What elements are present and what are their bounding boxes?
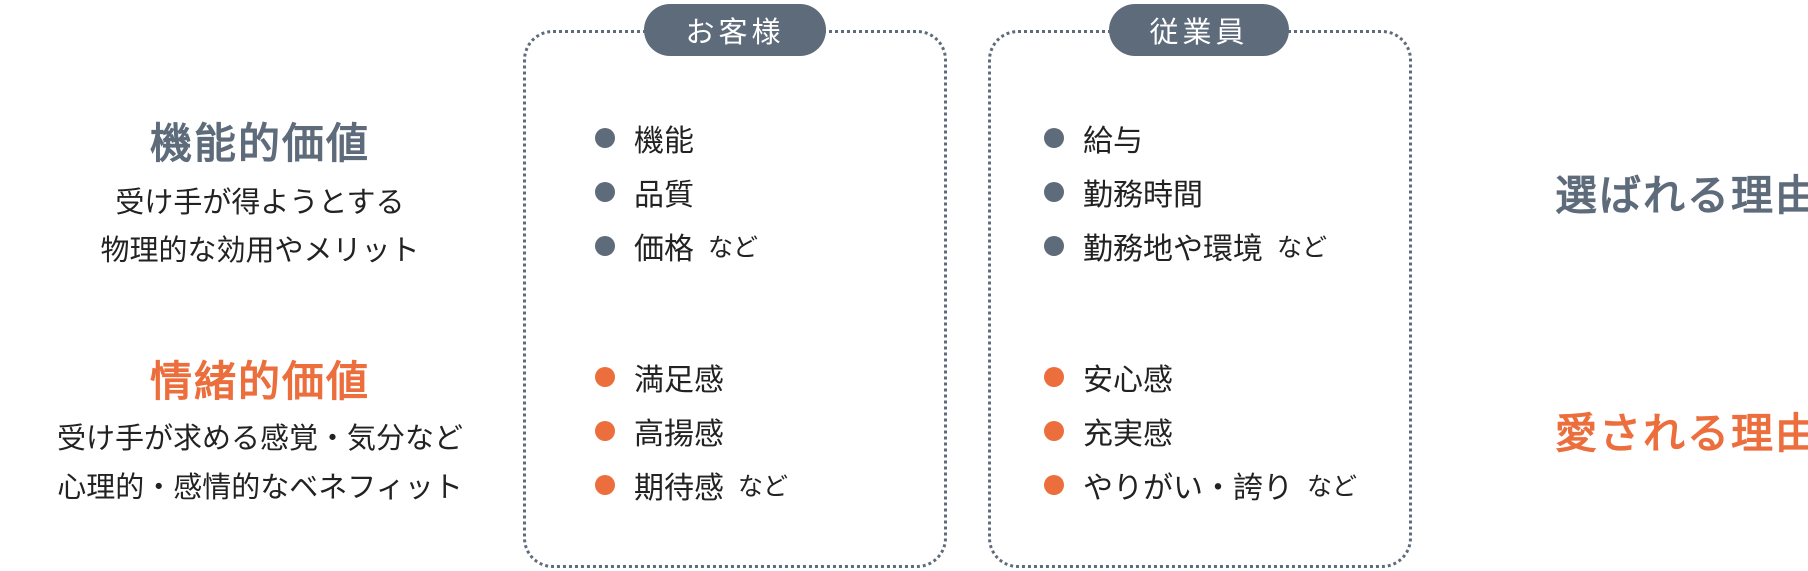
bullet-icon: [595, 236, 615, 256]
employee-emotional-list: 安心感 充実感 やりがい・誇りなど: [1044, 350, 1357, 512]
list-item: 価格など: [595, 219, 758, 273]
list-item: 充実感: [1044, 404, 1357, 458]
bullet-icon: [595, 128, 615, 148]
functional-reason-label: 選ばれる理由: [1555, 171, 1808, 220]
emotional-value-title: 情緒的価値: [149, 357, 370, 406]
customer-column-header: お客様: [644, 4, 826, 56]
bullet-icon: [1044, 475, 1064, 495]
functional-value-title: 機能的価値: [149, 119, 370, 168]
bullet-icon: [1044, 421, 1064, 441]
list-item: 満足感: [595, 350, 788, 404]
list-item: やりがい・誇りなど: [1044, 458, 1357, 512]
bullet-icon: [1044, 367, 1064, 387]
list-item: 品質: [595, 165, 758, 219]
list-item: 高揚感: [595, 404, 788, 458]
customer-functional-list: 機能 品質 価格など: [595, 111, 758, 273]
etc-label: など: [708, 233, 759, 262]
bullet-icon: [595, 182, 615, 202]
list-item: 勤務地や環境など: [1044, 219, 1327, 273]
bullet-icon: [1044, 182, 1064, 202]
emotional-value-desc-line1: 受け手が求める感覚・気分など: [56, 421, 463, 455]
etc-label: など: [738, 472, 789, 501]
list-item: 機能: [595, 111, 758, 165]
emotional-value-desc-line2: 心理的・感情的なベネフィット: [57, 470, 463, 504]
customer-emotional-list: 満足感 高揚感 期待感など: [595, 350, 788, 512]
employee-functional-list: 給与 勤務時間 勤務地や環境など: [1044, 111, 1327, 273]
bullet-icon: [595, 367, 615, 387]
etc-label: など: [1307, 472, 1358, 501]
emotional-reason-label: 愛される理由: [1555, 409, 1808, 458]
functional-value-desc-line1: 受け手が得ようとする: [115, 185, 405, 219]
bullet-icon: [595, 421, 615, 441]
list-item: 安心感: [1044, 350, 1357, 404]
employee-column-header: 従業員: [1109, 4, 1289, 56]
list-item: 勤務時間: [1044, 165, 1327, 219]
list-item: 期待感など: [595, 458, 788, 512]
list-item: 給与: [1044, 111, 1327, 165]
bullet-icon: [1044, 128, 1064, 148]
etc-label: など: [1277, 233, 1328, 262]
bullet-icon: [1044, 236, 1064, 256]
bullet-icon: [595, 475, 615, 495]
functional-value-desc-line2: 物理的な効用やメリット: [100, 233, 420, 267]
